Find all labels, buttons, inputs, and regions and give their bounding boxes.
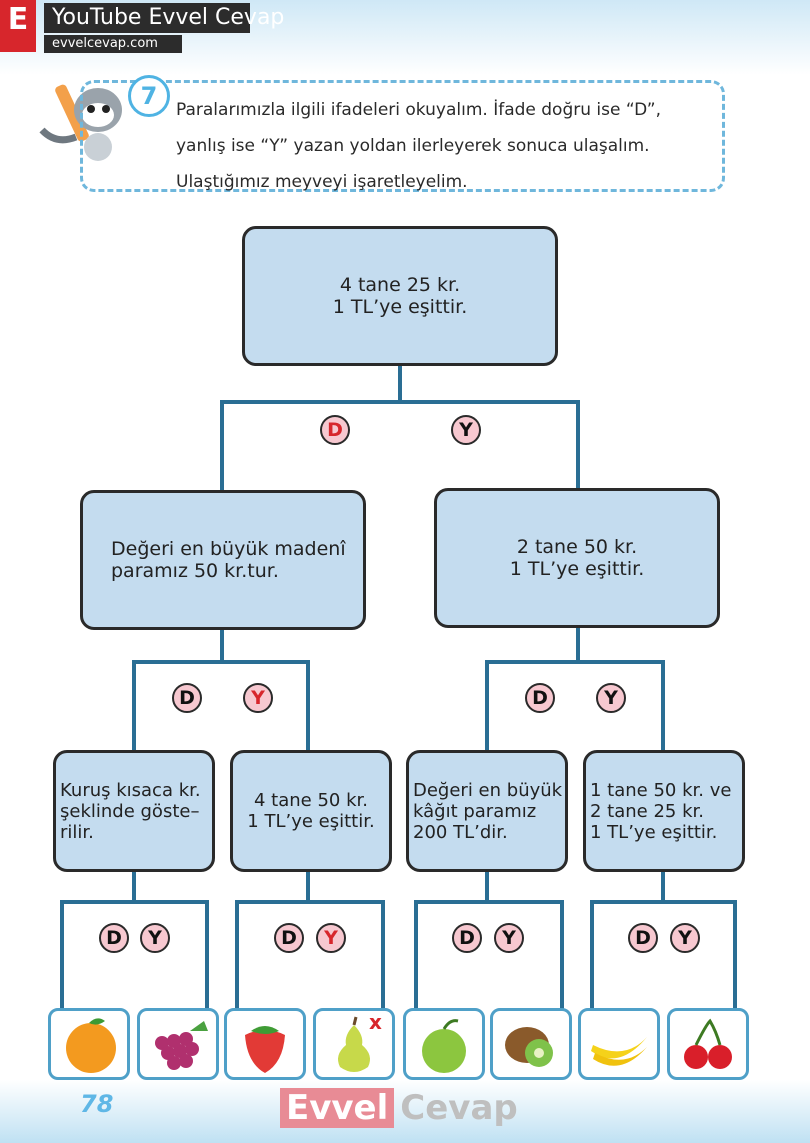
brand-badge: E [0,0,36,52]
d-label: D [525,683,555,713]
watermark-part: Cevap [400,1088,518,1128]
statement-line: 1 TL’ye eşittir. [509,558,645,580]
fruit-card-banana[interactable] [578,1008,660,1080]
fruit-card-pear[interactable] [313,1008,395,1080]
apple-icon [422,1019,466,1073]
statement-line: kâğıt paramız [413,800,537,822]
lr-statement-box: 4 tane 50 kr. 1 TL’ye eşittir. [230,750,392,872]
d-label: D [628,923,658,953]
y-label: Y [316,923,346,953]
page-number: 78 [80,1090,114,1118]
instruction-box [80,80,725,192]
rr-statement-box: 1 tane 50 kr. ve 2 tane 25 kr. 1 TL’ye e… [583,750,745,872]
banana-icon [591,1037,647,1066]
question-number: 7 [128,75,170,117]
statement-line: paramız 50 kr.tur. [111,560,279,582]
pear-icon [338,1016,370,1072]
grapes-icon [155,1021,208,1070]
statement-line: 1 TL’ye eşittir. [590,821,718,843]
y-label: Y [670,923,700,953]
d-label: D [99,923,129,953]
fruit-card-orange[interactable] [48,1008,130,1080]
y-label: Y [494,923,524,953]
statement-line: 1 TL’ye eşittir. [247,811,375,832]
instruction-line: yanlış ise “Y” yazan yoldan ilerleyerek … [176,136,650,156]
instruction-line: Ulaştığımız meyveyi işaretleyelim. [176,172,468,192]
channel-name: YouTube Evvel Cevap [44,3,284,33]
d-label: D [320,415,350,445]
statement-line: 200 TL’dir. [413,821,508,843]
selection-mark: x [369,1010,382,1034]
site-url: evvelcevap.com [44,35,182,53]
y-label: Y [140,923,170,953]
kiwi-icon [505,1027,553,1067]
raccoon-mascot-icon [39,84,122,161]
y-label: Y [243,683,273,713]
fruit-card-strawberry[interactable] [224,1008,306,1080]
statement-line: Değeri en büyük madenî [111,538,346,560]
statement-line: 2 tane 25 kr. [590,800,704,822]
instruction-text: Paralarımızla ilgili ifadeleri okuyalım.… [176,92,716,200]
d-label: D [452,923,482,953]
statement-line: 4 tane 25 kr. [339,274,461,296]
fruit-card-grapes[interactable] [137,1008,219,1080]
y-label: Y [451,415,481,445]
statement-line: şeklinde göste– [60,800,200,822]
strawberry-icon [245,1026,285,1073]
right-statement-box: 2 tane 50 kr. 1 TL’ye eşittir. [434,488,720,628]
d-label: D [274,923,304,953]
statement-line: 1 TL’ye eşittir. [332,296,468,318]
orange-icon [66,1018,116,1073]
statement-line: Değeri en büyük [413,779,563,801]
cherry-icon [684,1018,732,1069]
watermark-part: Evvel [280,1088,395,1128]
y-label: Y [596,683,626,713]
statement-line: 4 tane 50 kr. [254,790,368,811]
bottom-band [0,1080,810,1143]
statement-line: 1 tane 50 kr. ve [590,779,732,801]
fruit-card-kiwi[interactable] [490,1008,572,1080]
instruction-line: Paralarımızla ilgili ifadeleri okuyalım.… [176,100,661,120]
left-statement-box: Değeri en büyük madenî paramız 50 kr.tur… [80,490,366,630]
fruit-card-cherry[interactable] [667,1008,749,1080]
root-statement-box: 4 tane 25 kr. 1 TL’ye eşittir. [242,226,558,366]
statement-line: rilir. [60,821,94,843]
rl-statement-box: Değeri en büyük kâğıt paramız 200 TL’dir… [406,750,568,872]
ll-statement-box: Kuruş kısaca kr. şeklinde göste– rilir. [53,750,215,872]
statement-line: 2 tane 50 kr. [516,536,638,558]
statement-line: Kuruş kısaca kr. [60,779,201,801]
d-label: D [172,683,202,713]
fruit-card-apple[interactable] [403,1008,485,1080]
